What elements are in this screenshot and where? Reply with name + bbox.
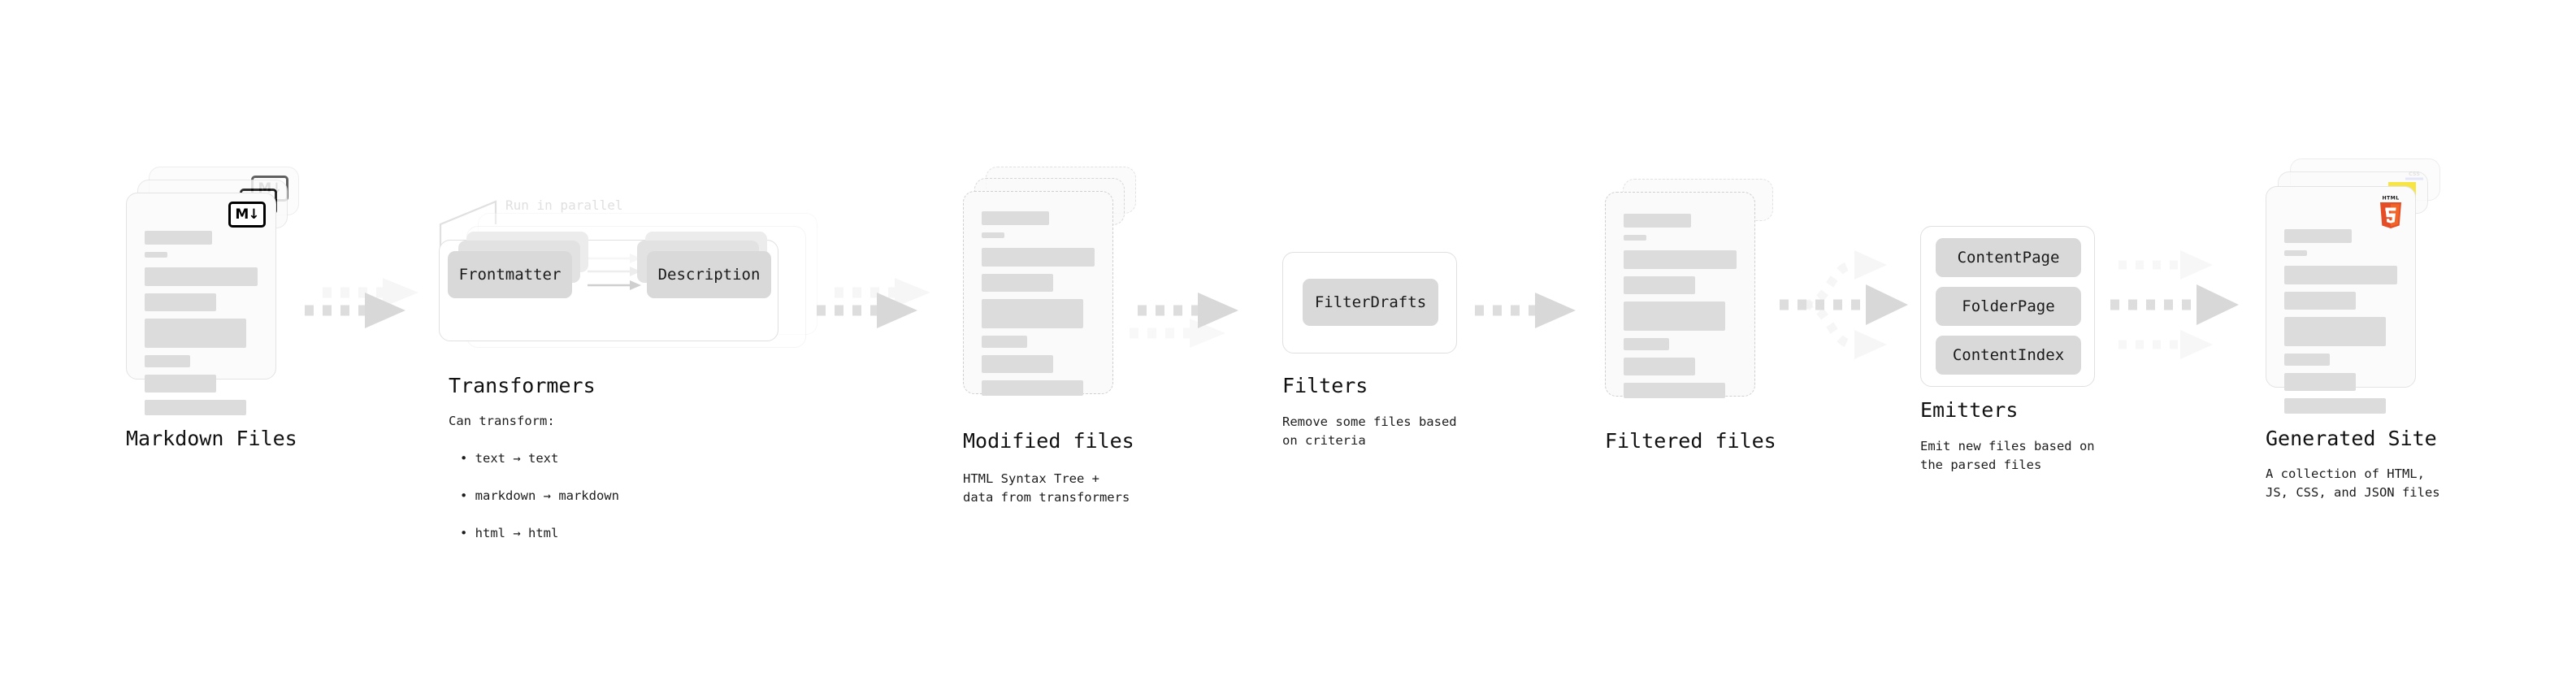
content-bar: [145, 252, 167, 258]
caption-heading: Can transform:: [449, 414, 555, 428]
content-bar: [2284, 229, 2353, 243]
content-bar: [1624, 383, 1726, 398]
arrow-transformers-to-modified: [817, 278, 930, 328]
content-bar: [1624, 338, 1669, 350]
transformers-caption: Can transform: • text → text • markdown …: [449, 412, 619, 543]
content-bar: [982, 248, 1095, 267]
caption-item: • text → text: [460, 450, 559, 466]
content-bar: [2284, 266, 2397, 284]
stage-title-emitters: Emitters: [1920, 398, 2019, 422]
transformers-box-front: Frontmatter Description: [439, 232, 778, 341]
content-bar: [145, 231, 213, 245]
content-bar: [1624, 250, 1737, 269]
content-bar: [982, 211, 1050, 225]
caption-item: • html → html: [460, 525, 559, 540]
html5-icon: HTML: [2374, 193, 2407, 231]
generated-site-caption: A collection of HTML, JS, CSS, and JSON …: [2266, 466, 2440, 500]
content-bar: [145, 355, 190, 367]
modified-files-caption: HTML Syntax Tree + data from transformer…: [963, 471, 1130, 505]
stage-title-filters: Filters: [1282, 374, 1368, 397]
arrow-emitters-to-site: [2110, 250, 2239, 359]
content-bar: [1624, 276, 1695, 294]
content-bar: [982, 232, 1004, 238]
transformer-connectors: [588, 254, 641, 290]
site-card-front: HTML: [2266, 186, 2416, 414]
parallel-bracket: [439, 200, 497, 250]
svg-text:HTML: HTML: [2382, 196, 2399, 202]
stage-title-filtered-files: Filtered files: [1605, 429, 1776, 453]
arrow-filters-to-filtered: [1475, 293, 1576, 328]
content-bar: [982, 274, 1053, 292]
content-bar: [2284, 250, 2307, 256]
emitter-chip-contentpage[interactable]: ContentPage: [1936, 238, 2081, 277]
content-bar: [1624, 214, 1692, 228]
parallel-annotation: Run in parallel: [505, 197, 623, 213]
content-bar: [2284, 373, 2356, 391]
content-bar: [1624, 301, 1726, 331]
arrow-markdown-to-transformers: [305, 278, 418, 328]
caption-item: • markdown → markdown: [460, 488, 619, 503]
content-bar: [2284, 292, 2356, 310]
emitters-group: ContentPage FolderPage ContentIndex: [1920, 226, 2095, 387]
content-bar: [145, 375, 216, 393]
content-bar: [145, 319, 247, 348]
transformer-chip-description[interactable]: Description: [647, 251, 771, 298]
content-bar: [145, 400, 247, 415]
stage-title-modified-files: Modified files: [963, 429, 1134, 453]
filtered-card-content: [1624, 214, 1737, 406]
filtered-card-front: [1605, 192, 1755, 398]
arrow-modified-to-filters: [1130, 293, 1238, 348]
content-bar: [2284, 354, 2330, 366]
markdown-badge: M↓: [228, 202, 266, 228]
transformer-chip-frontmatter[interactable]: Frontmatter: [448, 251, 572, 298]
markdown-card-content: [145, 231, 258, 423]
markdown-card-front: M↓: [126, 193, 276, 415]
content-bar: [982, 380, 1084, 396]
content-bar: [982, 336, 1027, 348]
emitter-chip-contentindex[interactable]: ContentIndex: [1936, 336, 2081, 375]
filters-group: FilterDrafts: [1282, 252, 1457, 354]
content-bar: [2284, 398, 2387, 414]
content-bar: [145, 293, 216, 311]
filters-caption: Remove some files based on criteria: [1282, 414, 1457, 448]
content-bar: [982, 299, 1084, 328]
arrow-filtered-to-emitters: [1780, 250, 1908, 359]
emitter-chip-folderpage[interactable]: FolderPage: [1936, 287, 2081, 326]
stage-title-markdown-files: Markdown Files: [126, 427, 297, 450]
content-bar: [982, 355, 1053, 373]
stage-title-transformers: Transformers: [449, 374, 596, 397]
site-card-content: [2284, 229, 2397, 421]
emitters-caption: Emit new files based on the parsed files: [1920, 439, 2095, 472]
filter-chip-filterdrafts[interactable]: FilterDrafts: [1303, 279, 1438, 326]
content-bar: [1624, 358, 1695, 375]
modified-card-content: [982, 211, 1095, 403]
content-bar: [1624, 235, 1646, 241]
content-bar: [2284, 317, 2387, 346]
content-bar: [145, 267, 258, 286]
stage-title-generated-site: Generated Site: [2266, 427, 2437, 450]
modified-card-front: [963, 191, 1113, 396]
